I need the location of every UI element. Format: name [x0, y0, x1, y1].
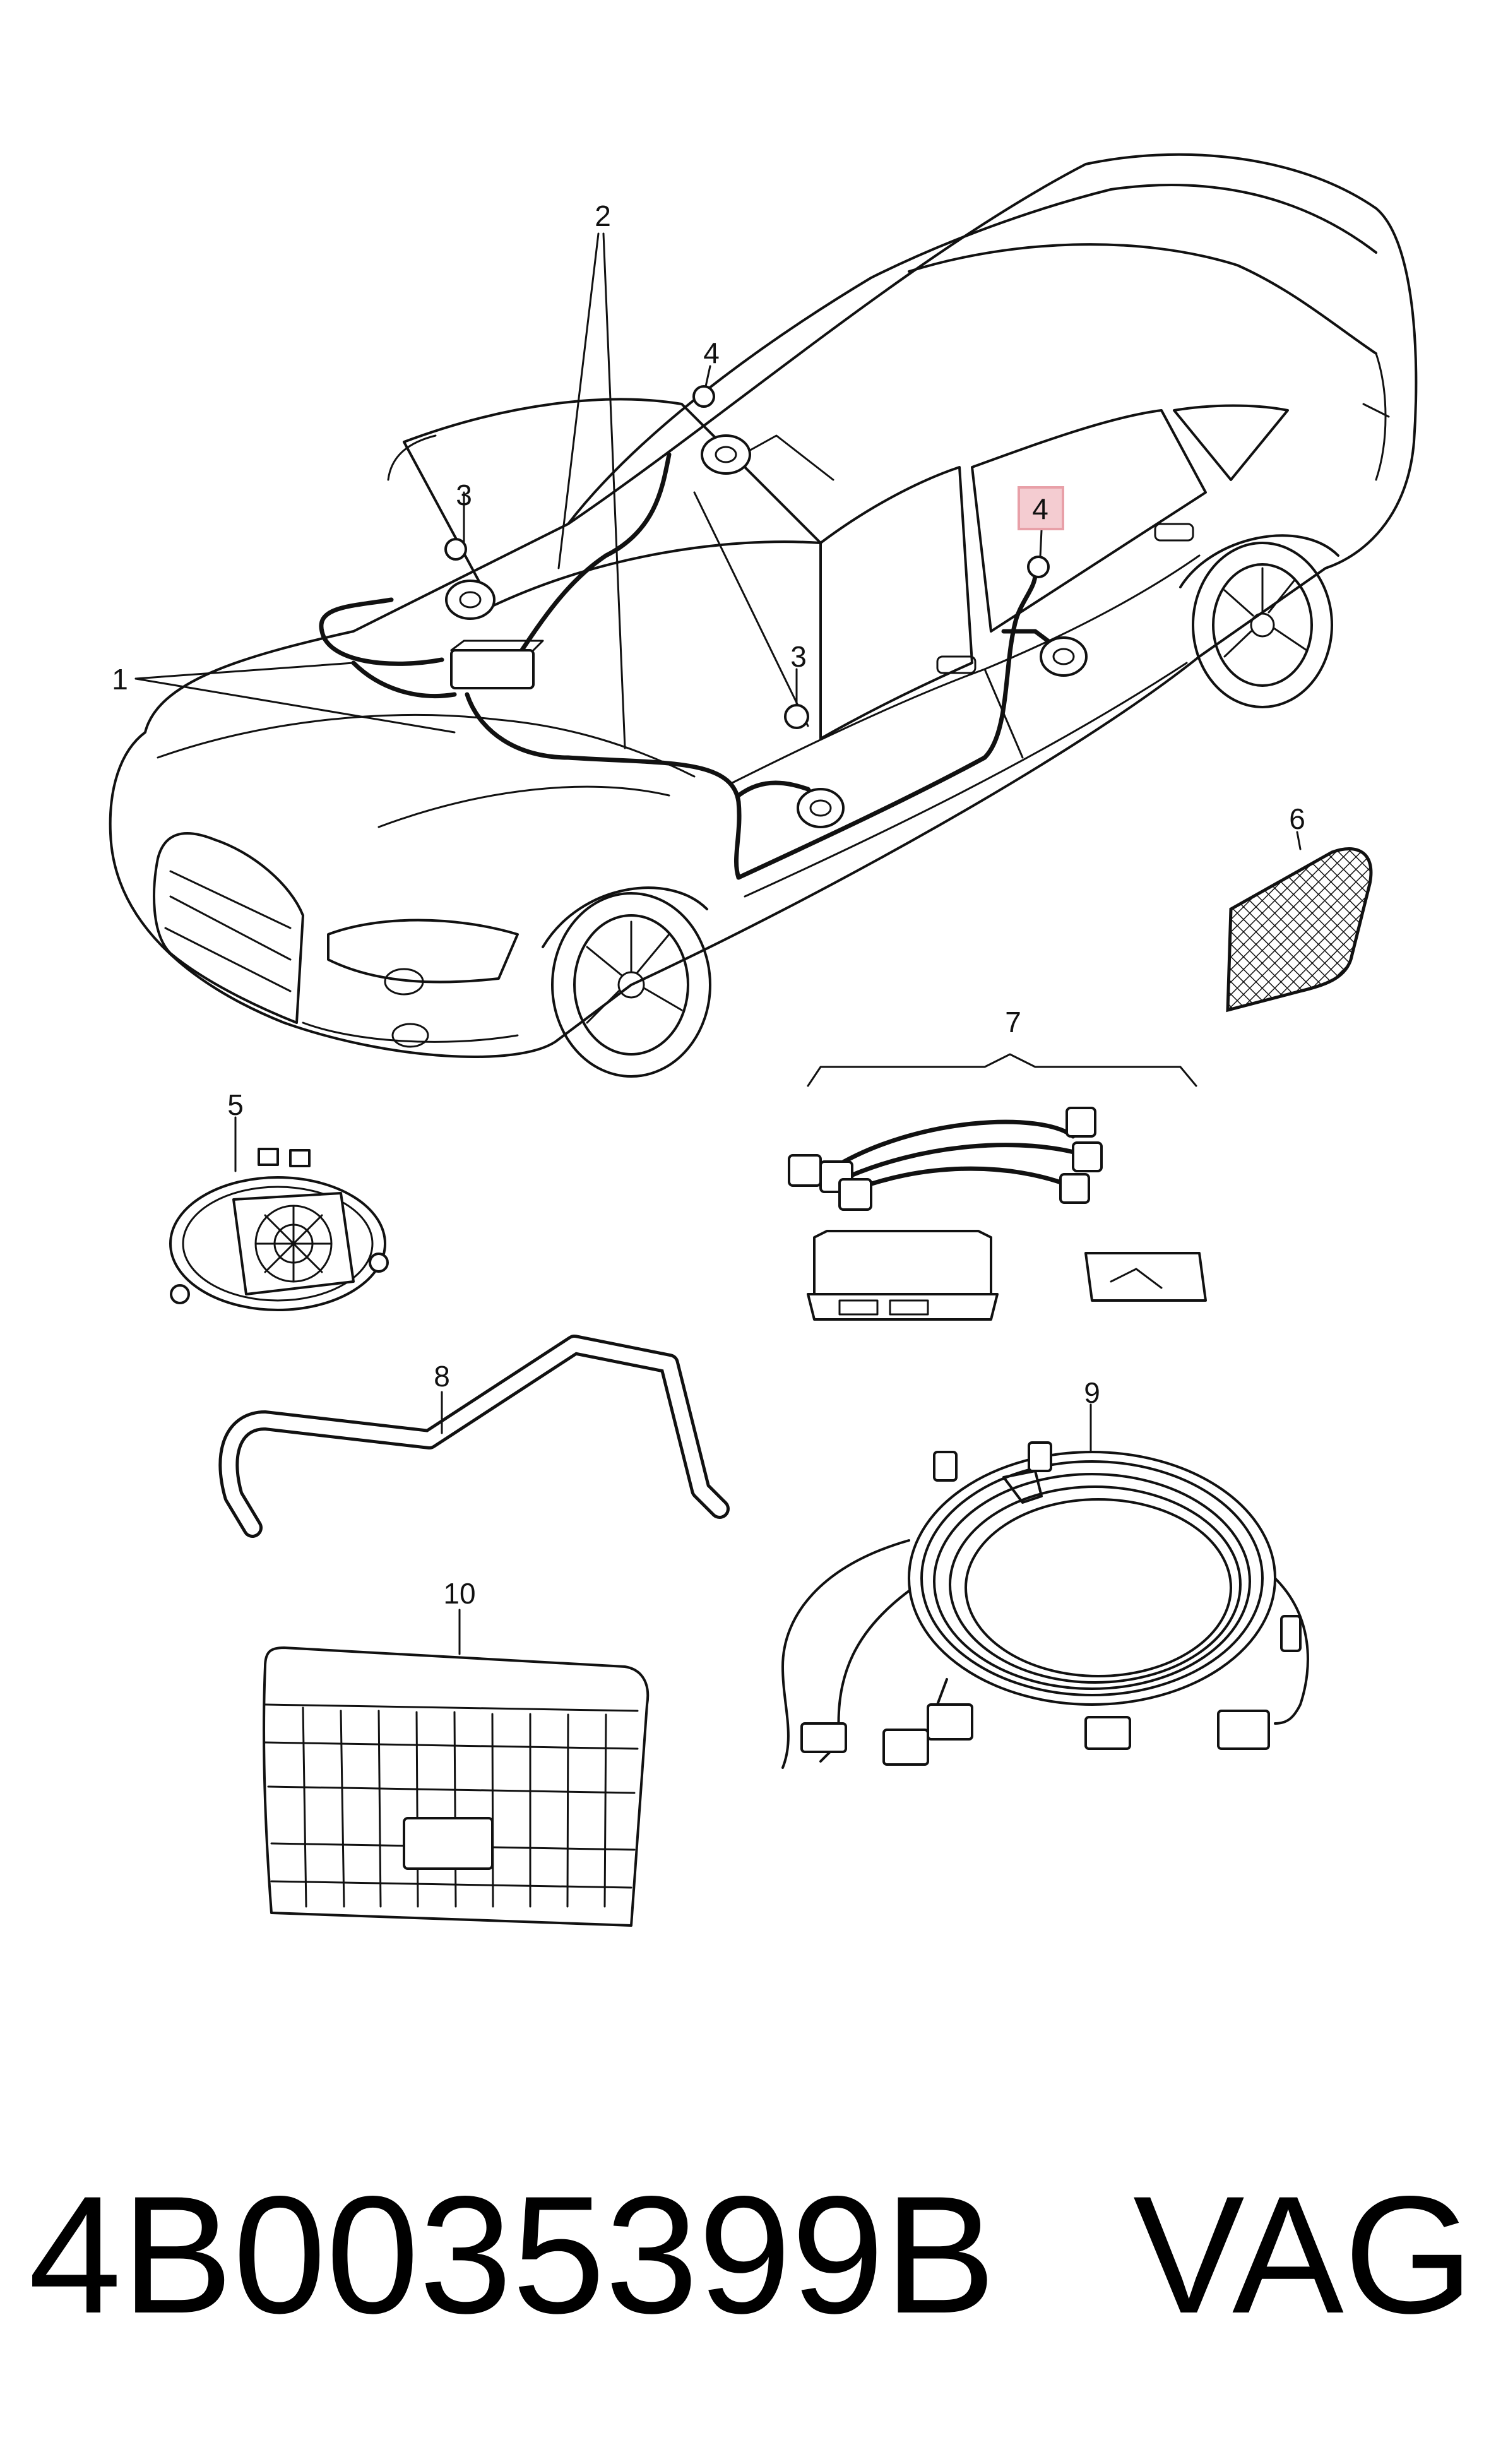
- part-5-speaker: [169, 1116, 389, 1311]
- callout-labels: 1 2 3 3 4 4 5 6 7 8 9 10: [112, 199, 1305, 1610]
- part-9-cable-bundle: [781, 1403, 1309, 1769]
- callout-3-front: 3: [456, 479, 472, 511]
- wiring-harness: [319, 385, 1088, 880]
- callout-7: 7: [1005, 1006, 1021, 1039]
- part-8-tube: [218, 1335, 730, 1538]
- car-illustration: [109, 153, 1418, 1078]
- callout-10: 10: [443, 1577, 475, 1610]
- callout-5: 5: [227, 1088, 244, 1121]
- part-10-control-unit: [263, 1609, 650, 1927]
- brand-label: VAG: [1133, 2162, 1474, 2348]
- callout-3-door: 3: [790, 640, 807, 673]
- leader-lines: [134, 232, 1043, 749]
- callout-2: 2: [595, 199, 611, 232]
- callout-1: 1: [112, 663, 128, 696]
- callout-8: 8: [434, 1360, 450, 1393]
- part-6-speaker-grille: [1226, 831, 1373, 1013]
- highlight-box: [1018, 486, 1064, 530]
- callout-4-door: 4: [1032, 492, 1048, 525]
- callout-6: 6: [1289, 802, 1305, 835]
- callout-9: 9: [1084, 1376, 1100, 1409]
- part-7-harness-kit: [788, 1053, 1207, 1321]
- callout-4-rear: 4: [703, 336, 720, 369]
- part-number: 4B0035399B: [28, 2162, 996, 2348]
